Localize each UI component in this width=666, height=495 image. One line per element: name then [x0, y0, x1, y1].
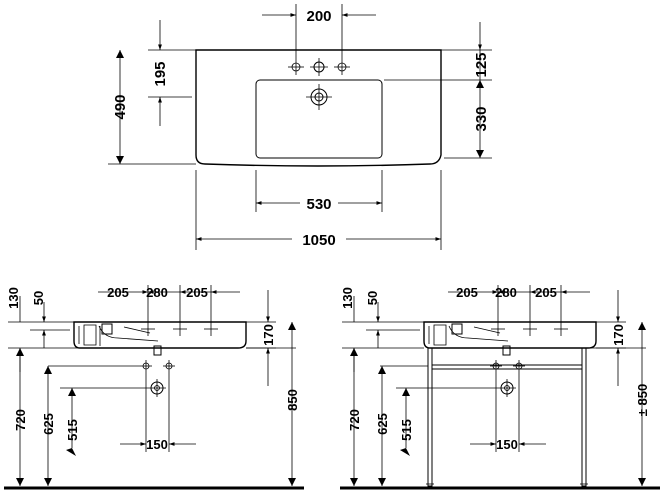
tap-cross-right-icon — [204, 322, 218, 336]
dim-330: 330 — [473, 106, 490, 131]
arrow-515-icon — [400, 448, 410, 456]
dim-280: 280 — [146, 285, 168, 300]
dim-195: 195 — [152, 61, 169, 86]
dim-150: 150 — [146, 437, 168, 452]
dim-850-adjustable: ± 850 — [635, 384, 650, 416]
metal-stand — [426, 347, 588, 487]
tap-cross-right-icon — [554, 322, 568, 336]
drain-icon — [306, 84, 332, 110]
dim-280: 280 — [495, 285, 517, 300]
dim-515: 515 — [399, 419, 414, 441]
dim-205-right: 205 — [535, 285, 557, 300]
dim-720: 720 — [13, 409, 28, 431]
dim-170: 170 — [261, 324, 276, 346]
waste-outlet-icon — [498, 379, 516, 397]
tap-cross-center-icon — [173, 322, 187, 336]
fixing-point-right-icon — [513, 360, 525, 372]
dim-170: 170 — [611, 324, 626, 346]
fixing-point-right-icon — [163, 360, 175, 372]
bowl-outline — [255, 79, 383, 159]
dim-130: 130 — [6, 287, 21, 309]
dim-150: 150 — [496, 437, 518, 452]
waste-outlet-icon — [148, 379, 166, 397]
fixing-point-left-icon — [140, 360, 152, 372]
dim-200: 200 — [306, 8, 331, 25]
front-view-wall-hung: 130 50 205 280 205 170 720 625 5 — [4, 285, 304, 490]
tap-hole-center-icon — [310, 58, 328, 76]
dim-205-left: 205 — [107, 285, 129, 300]
dim-515: 515 — [65, 419, 80, 441]
tap-hole-right-icon — [334, 59, 350, 75]
dim-125: 125 — [473, 52, 490, 77]
dim-490: 490 — [112, 94, 129, 119]
tap-hole-left-icon — [288, 59, 304, 75]
front-view-with-stand: 130 50 205 280 205 170 720 625 5 — [340, 285, 660, 490]
top-view: 200 195 490 125 330 530 10 — [108, 4, 492, 250]
dim-625: 625 — [41, 413, 56, 435]
dim-205-right: 205 — [186, 285, 208, 300]
dim-1050: 1050 — [302, 232, 335, 249]
dim-530: 530 — [306, 196, 331, 213]
dim-50: 50 — [365, 291, 380, 305]
dim-50: 50 — [31, 291, 46, 305]
dim-205-left: 205 — [456, 285, 478, 300]
basin-front-right — [423, 321, 597, 349]
dim-625: 625 — [375, 413, 390, 435]
dim-130: 130 — [340, 287, 355, 309]
basin-front-left — [73, 321, 247, 349]
tap-cross-left-icon — [141, 322, 155, 336]
dim-850: 850 — [285, 389, 300, 411]
tap-cross-center-icon — [523, 322, 537, 336]
tap-cross-left-icon — [491, 322, 505, 336]
arrow-515-icon — [66, 448, 76, 456]
basin-outline — [195, 49, 442, 167]
fixing-point-left-icon — [490, 360, 502, 372]
dim-720: 720 — [347, 409, 362, 431]
